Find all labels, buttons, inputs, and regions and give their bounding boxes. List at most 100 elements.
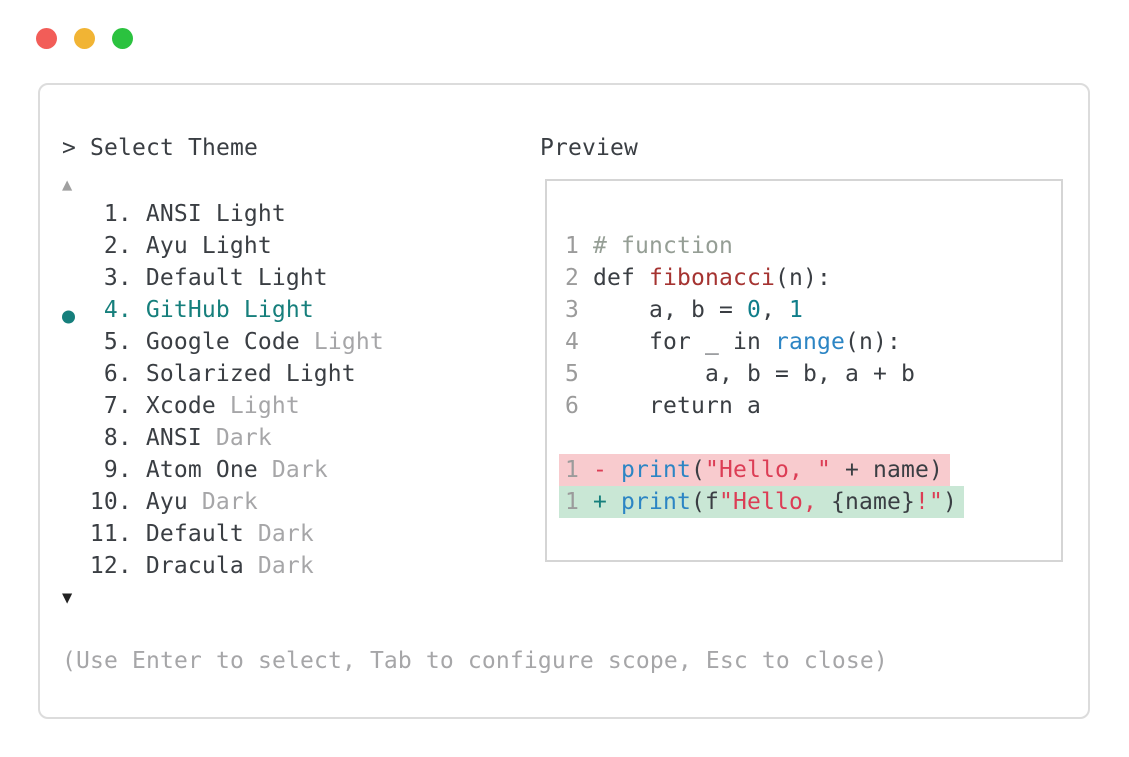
item-name: GitHub Light xyxy=(145,297,314,323)
item-variant-suffix: Dark xyxy=(187,489,258,515)
prompt-caret-icon: > xyxy=(62,135,76,161)
theme-item-2[interactable]: 2. Ayu Light xyxy=(62,230,384,262)
code-token: fibonacci xyxy=(649,265,775,291)
preview-title: Preview xyxy=(540,135,638,161)
theme-item-6[interactable]: 6. Solarized Light xyxy=(62,358,384,390)
theme-picker-panel: > Select Theme ▲ 1. ANSI Light 2. Ayu Li… xyxy=(38,83,1090,719)
item-name: Google Code xyxy=(145,329,300,355)
item-variant-suffix: Light xyxy=(299,329,384,355)
minimize-button[interactable] xyxy=(74,28,95,49)
item-variant-suffix: Light xyxy=(215,393,300,419)
scroll-up-icon[interactable]: ▲ xyxy=(62,175,73,195)
line-number: 1 xyxy=(565,457,593,483)
line-number: 2 xyxy=(565,265,593,291)
code-token: return a xyxy=(593,393,761,419)
code-token: a, b = xyxy=(593,297,747,323)
traffic-lights xyxy=(36,28,133,49)
item-number: 5. xyxy=(75,329,146,355)
item-number: 2. xyxy=(75,233,146,259)
item-number: 6. xyxy=(75,361,146,387)
item-number: 10. xyxy=(75,489,146,515)
line-number: 5 xyxy=(565,361,593,387)
code-token: def xyxy=(593,265,649,291)
item-number: 7. xyxy=(75,393,146,419)
item-name: ANSI Light xyxy=(145,201,286,227)
item-name: Ayu Light xyxy=(145,233,272,259)
code-line-1: 1 # function xyxy=(565,230,1061,262)
code-token: (n): xyxy=(844,329,901,355)
code-token: # function xyxy=(593,233,733,259)
code-token: "Hello, " xyxy=(705,457,831,483)
scroll-down-icon[interactable]: ▼ xyxy=(62,588,73,608)
theme-item-5[interactable]: 5. Google Code Light xyxy=(62,326,384,358)
code-token: 1 xyxy=(788,297,803,323)
maximize-button[interactable] xyxy=(112,28,133,49)
theme-item-1[interactable]: 1. ANSI Light xyxy=(62,198,384,230)
code-token: 0 xyxy=(746,297,761,323)
code-token: , xyxy=(760,297,789,323)
item-name: Atom One xyxy=(145,457,258,483)
diff-highlight-removed: 1 - print("Hello, " + name) xyxy=(559,454,950,486)
code-token: + name) xyxy=(830,457,943,483)
theme-item-4[interactable]: 4. GitHub Light xyxy=(62,294,384,326)
line-number: 1 xyxy=(565,489,593,515)
code-line-3: 3 a, b = 0, 1 xyxy=(565,294,1061,326)
code-token: range xyxy=(774,329,845,355)
code-line-6: 6 return a xyxy=(565,390,1061,422)
blank-line xyxy=(565,422,1061,454)
code-token: print xyxy=(621,489,691,515)
code-token: a, b = b, a + b xyxy=(593,361,915,387)
diff-line-removed: 1 - print("Hello, " + name) xyxy=(559,454,1061,486)
picker-prompt: > Select Theme xyxy=(62,132,258,164)
picker-title: Select Theme xyxy=(90,135,258,161)
diff-line-added: 1 + print(f"Hello, {name}!") xyxy=(559,486,1061,518)
item-variant-suffix: Dark xyxy=(201,425,272,451)
code-token: for _ in xyxy=(593,329,775,355)
item-number: 8. xyxy=(75,425,146,451)
item-number: 1. xyxy=(75,201,146,227)
item-number: 3. xyxy=(75,265,146,291)
item-variant-suffix: Dark xyxy=(243,521,314,547)
item-name: Xcode xyxy=(145,393,216,419)
code-token: (n): xyxy=(774,265,831,291)
bullet-dot xyxy=(62,310,75,324)
close-button[interactable] xyxy=(36,28,57,49)
line-number: 1 xyxy=(565,233,593,259)
code-token: !" xyxy=(914,489,943,515)
item-name: Ayu xyxy=(145,489,188,515)
theme-item-9[interactable]: 9. Atom One Dark xyxy=(62,454,384,486)
diff-highlight-added: 1 + print(f"Hello, {name}!") xyxy=(559,486,964,518)
code-token: ( xyxy=(691,457,705,483)
item-name: ANSI xyxy=(145,425,202,451)
diff-sign-removed: - xyxy=(593,457,621,483)
line-number: 3 xyxy=(565,297,593,323)
theme-item-10[interactable]: 10. Ayu Dark xyxy=(62,486,384,518)
theme-item-3[interactable]: 3. Default Light xyxy=(62,262,384,294)
item-variant-suffix: Dark xyxy=(243,553,314,579)
item-name: Solarized Light xyxy=(145,361,356,387)
theme-item-8[interactable]: 8. ANSI Dark xyxy=(62,422,384,454)
item-number: 12. xyxy=(75,553,146,579)
code-token: "Hello, xyxy=(719,489,831,515)
theme-item-12[interactable]: 12. Dracula Dark xyxy=(62,550,384,582)
item-name: Dracula xyxy=(145,553,244,579)
line-number: 6 xyxy=(565,393,593,419)
item-number: 9. xyxy=(75,457,146,483)
code-token: {name} xyxy=(830,489,915,515)
item-name: Default xyxy=(145,521,244,547)
item-number: 4. xyxy=(75,297,146,323)
theme-item-7[interactable]: 7. Xcode Light xyxy=(62,390,384,422)
code-line-4: 4 for _ in range(n): xyxy=(565,326,1061,358)
item-variant-suffix: Dark xyxy=(257,457,328,483)
diff-sign-added: + xyxy=(593,489,621,515)
code-token: print xyxy=(621,457,691,483)
theme-item-11[interactable]: 11. Default Dark xyxy=(62,518,384,550)
code-line-2: 2 def fibonacci(n): xyxy=(565,262,1061,294)
code-line-5: 5 a, b = b, a + b xyxy=(565,358,1061,390)
theme-list: 1. ANSI Light 2. Ayu Light 3. Default Li… xyxy=(62,198,384,582)
keyboard-hints: (Use Enter to select, Tab to configure s… xyxy=(62,648,888,674)
item-number: 11. xyxy=(75,521,146,547)
line-number: 4 xyxy=(565,329,593,355)
